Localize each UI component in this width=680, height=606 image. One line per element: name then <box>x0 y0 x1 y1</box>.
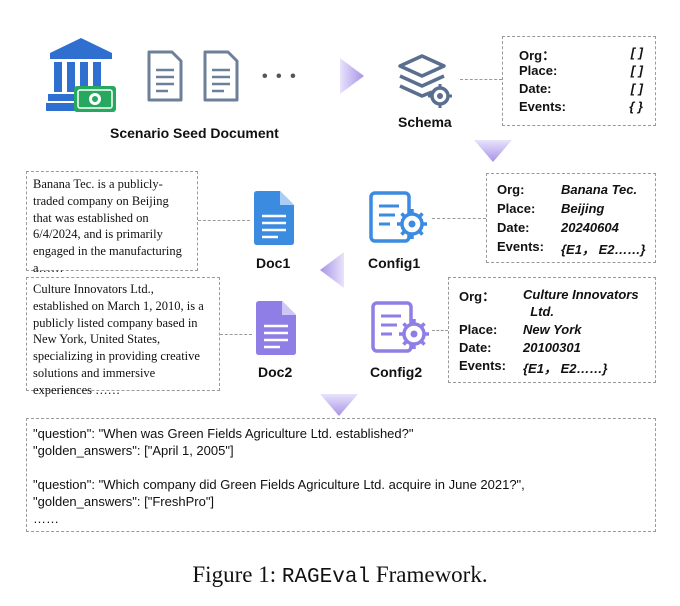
field-value: {E1， E2……} <box>561 242 646 257</box>
config2-box: Org： Culture Innovators Ltd. Place: New … <box>448 277 656 383</box>
field-value: { } <box>629 99 643 114</box>
schema-field-org: Org： [ ] <box>519 45 643 63</box>
schema-box: Org： [ ] Place: [ ] Date: [ ] Events: { … <box>502 36 656 126</box>
caption-code: RAGEval <box>281 566 371 589</box>
qa-line: "golden_answers": ["April 1, 2005"] <box>33 443 234 458</box>
field-key: Date: <box>459 340 492 355</box>
bank-icon <box>44 36 118 118</box>
qa-line: "question": "When was Green Fields Agric… <box>33 426 414 441</box>
doc2-label: Doc2 <box>258 364 293 380</box>
field-value: {E1， E2……} <box>523 361 608 376</box>
ellipsis: • • • <box>262 68 298 85</box>
config1-label: Config1 <box>368 255 421 271</box>
field-key: Date: <box>497 220 530 235</box>
field-key: Place: <box>519 63 558 78</box>
doc1-text-box: Banana Tec. is a publicly- traded compan… <box>26 171 198 275</box>
caption-prefix: Figure 1: <box>192 562 282 587</box>
doc1-text: Banana Tec. is a publicly- traded compan… <box>33 177 182 275</box>
qa-line: "question": "Which company did Green Fie… <box>33 477 525 492</box>
scenario-seed-label: Scenario Seed Document <box>110 125 279 141</box>
config2-label: Config2 <box>370 364 423 380</box>
arrow-left-icon <box>320 252 344 288</box>
field-key: Place: <box>497 201 536 216</box>
field-key: Date: <box>519 81 552 96</box>
schema-layers-icon <box>396 52 454 110</box>
field-key: Place: <box>459 322 498 337</box>
arrow-down-icon <box>474 140 512 162</box>
config-gear-icon <box>370 300 430 356</box>
schema-field-date: Date: [ ] <box>519 81 643 99</box>
field-key: Org: <box>497 182 525 197</box>
config-gear-icon <box>368 190 428 246</box>
connector-line <box>460 79 502 80</box>
connector-line <box>432 218 486 219</box>
field-key: Events: <box>519 99 566 114</box>
field-key: Events: <box>497 239 544 254</box>
arrow-down-icon <box>320 394 358 416</box>
qa-line: "golden_answers": ["FreshPro"] <box>33 494 215 509</box>
field-value: 20240604 <box>561 220 619 235</box>
doc1-label: Doc1 <box>256 255 291 271</box>
connector-line <box>432 330 448 331</box>
field-key: Org： <box>459 289 496 304</box>
field-value: New York <box>523 322 582 337</box>
document-icon <box>252 190 296 246</box>
document-icon <box>202 50 240 102</box>
qa-line: …… <box>33 511 59 526</box>
field-value: 20100301 <box>523 340 581 355</box>
config1-box: Org: Banana Tec. Place: Beijing Date: 20… <box>486 173 656 263</box>
field-value: Beijing <box>561 201 605 216</box>
figure-caption: Figure 1: RAGEval Framework. <box>0 562 680 589</box>
caption-suffix: Framework. <box>370 562 488 587</box>
arrow-right-icon <box>340 58 364 94</box>
field-value: [ ] <box>630 63 643 78</box>
connector-line <box>198 220 250 221</box>
document-icon <box>146 50 184 102</box>
field-value: [ ] <box>630 81 643 96</box>
doc2-text: Culture Innovators Ltd., established on … <box>33 282 204 397</box>
field-key: Events: <box>459 358 506 373</box>
doc2-text-box: Culture Innovators Ltd., established on … <box>26 277 220 397</box>
qa-box: "question": "When was Green Fields Agric… <box>26 418 656 532</box>
schema-field-place: Place: [ ] <box>519 63 643 81</box>
field-value: Culture Innovators Ltd. <box>523 287 639 319</box>
schema-field-events: Events: { } <box>519 99 643 117</box>
field-value: [ ] <box>630 45 643 60</box>
schema-label: Schema <box>398 114 452 130</box>
field-value: Banana Tec. <box>561 182 638 197</box>
connector-line <box>220 334 252 335</box>
field-key: Org： <box>519 48 556 63</box>
document-icon <box>254 300 298 356</box>
